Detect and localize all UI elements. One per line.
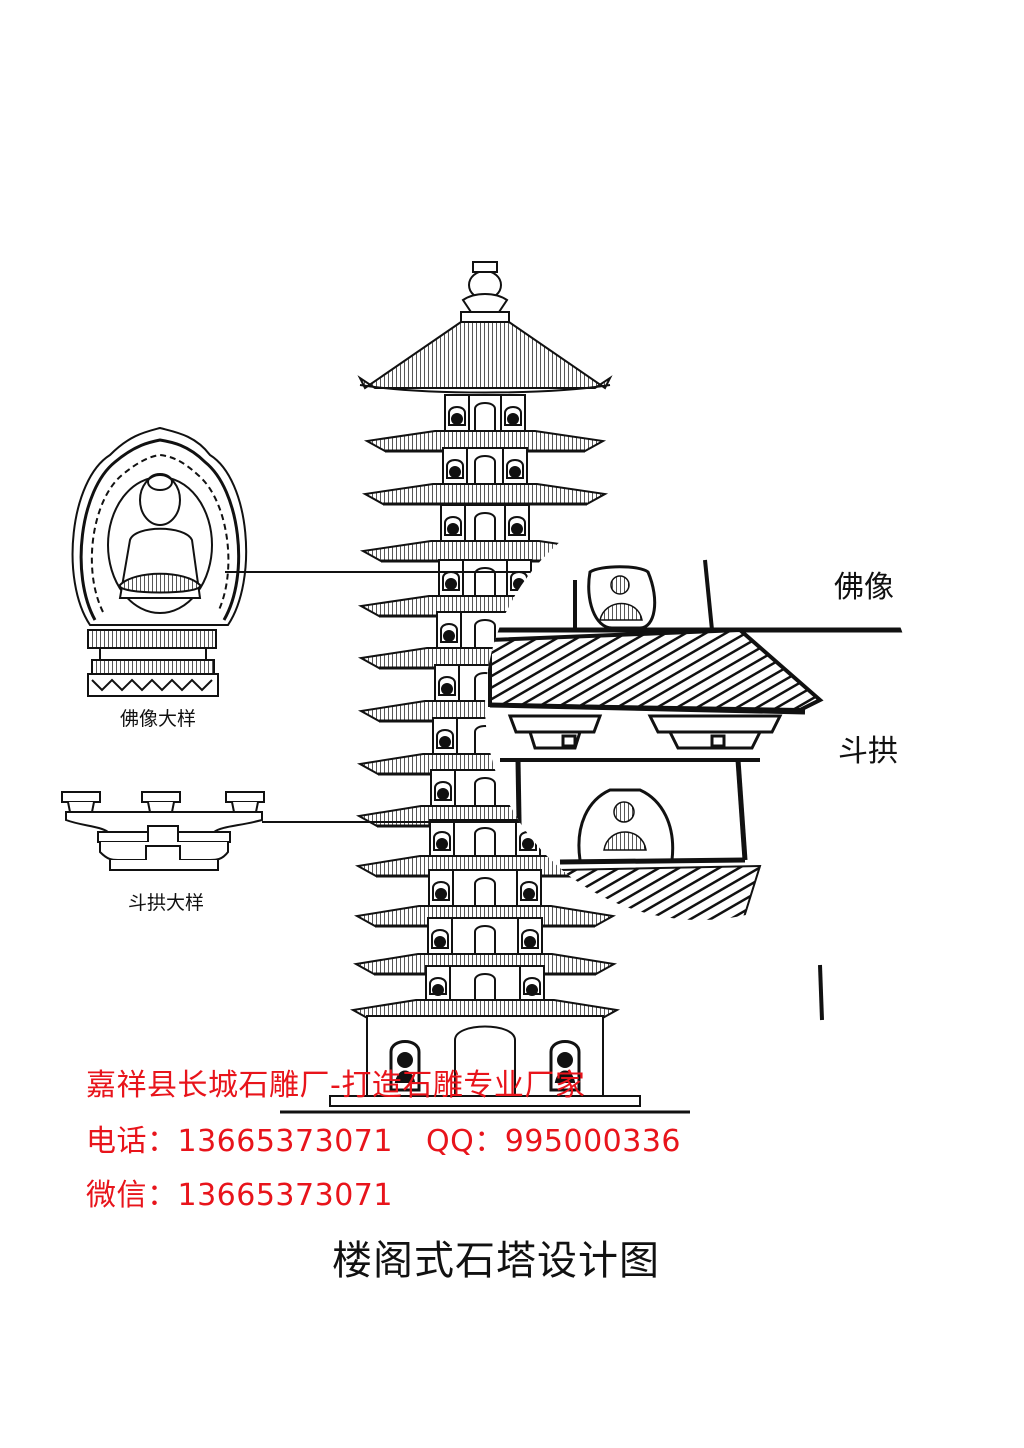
company-name: 嘉祥县长城石雕厂-打造石雕专业厂家 bbox=[86, 1068, 586, 1103]
callout-bracket: 斗拱 bbox=[838, 734, 898, 769]
phone-number: 电话：13665373071 bbox=[86, 1124, 393, 1159]
drawing-title: 楼阁式石塔设计图 bbox=[332, 1238, 660, 1284]
right-edge-strokes bbox=[818, 964, 824, 1021]
bracket-detail-figure bbox=[61, 791, 265, 871]
buddha-detail-figure bbox=[71, 426, 248, 697]
callout-buddha: 佛像 bbox=[834, 570, 894, 605]
wechat-number: 微信：13665373071 bbox=[86, 1178, 393, 1213]
qq-number: QQ：995000336 bbox=[426, 1124, 682, 1159]
bracket-detail-caption: 斗拱大样 bbox=[128, 892, 205, 914]
buddha-detail-caption: 佛像大样 bbox=[120, 708, 197, 730]
